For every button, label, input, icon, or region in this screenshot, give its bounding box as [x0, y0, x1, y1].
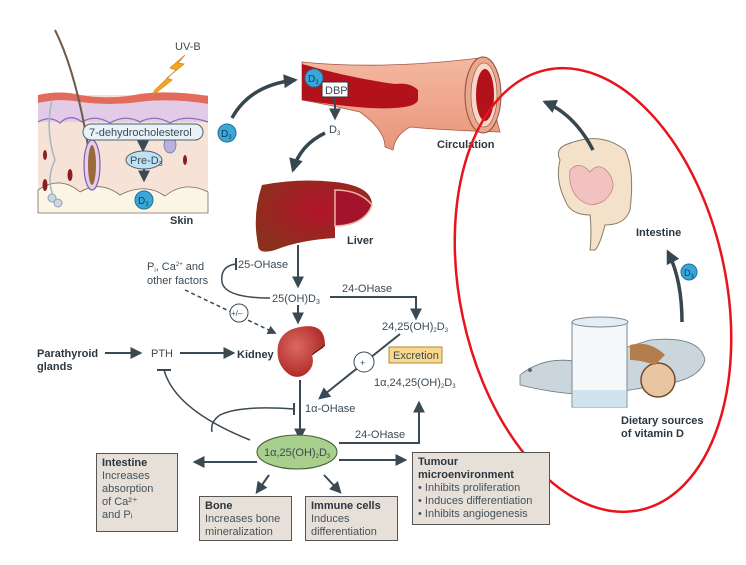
kidney-label: Kidney [237, 349, 275, 361]
svg-text:D3: D3 [308, 74, 319, 86]
highlight-ellipse-intestine-diet [453, 66, 733, 514]
7-dehydrocholesterol-label: 7-dehydrocholesterol [89, 127, 192, 139]
effect-line: mineralization [205, 526, 273, 538]
svg-text:Pre-D3: Pre-D3 [130, 155, 163, 168]
plus-minus-label: +/– [231, 309, 243, 318]
effect-line: • Inhibits angiogenesis [418, 508, 528, 520]
svg-text:D3: D3 [684, 268, 695, 280]
24-ohase-top-label: 24-OHase [342, 283, 392, 295]
effect-line: Increases [102, 470, 150, 482]
1a-ohase-label: 1α-OHase [305, 403, 355, 415]
arrow-diet-to-intestine [666, 249, 684, 323]
arrow-24-ohase-top [330, 296, 422, 321]
liver-illustration [255, 180, 373, 252]
calcitriol-label: 1α,25(OH) [264, 447, 316, 459]
effect-title-intestine: Intestine [102, 457, 148, 469]
effect-box-immune-cells: Immune cells Induces differentiation [305, 496, 398, 541]
feedback-line-1a [210, 407, 295, 433]
plus-minus-circle [229, 303, 249, 323]
calcitriol-ellipse [256, 434, 338, 470]
uvb-lightning-icon [151, 54, 186, 97]
effect-line: differentiation [311, 526, 377, 538]
skin-label: Skin [170, 215, 194, 227]
svg-text:1α,25(OH)2D3: 1α,25(OH)2D3 [264, 447, 331, 460]
effect-title-immune-cells: Immune cells [311, 500, 381, 512]
effect-title-microenvironment: microenvironment [418, 469, 514, 481]
parathyroid-label-line1: Parathyroid [37, 348, 98, 360]
d3-bubble-intestine: D3 [680, 263, 698, 281]
svg-text:25(OH)D3: 25(OH)D3 [272, 293, 320, 306]
25-ohase-label: 25-OHase [238, 259, 288, 271]
liver-label: Liver [347, 235, 374, 247]
effect-line: absorption [102, 483, 154, 495]
plus-circle [353, 351, 375, 373]
effect-line: Increases bone [205, 513, 281, 525]
arrow-24-ohase-bottom [339, 400, 425, 444]
svg-text:D3: D3 [138, 196, 149, 208]
effect-line: of Ca²⁺ [102, 496, 138, 508]
svg-text:Pi, Ca2+ and: Pi, Ca2+ and [147, 261, 204, 274]
24-ohase-bottom-label: 24-OHase [355, 429, 405, 441]
parathyroid-label-line2: glands [37, 361, 72, 373]
svg-text:24,25(OH)2D3: 24,25(OH)2D3 [382, 321, 449, 334]
uvb-label: UV-B [175, 41, 201, 53]
svg-text:D3: D3 [221, 129, 232, 141]
pre-d3-sub: 3 [159, 161, 163, 168]
d3-bubble-skin: D3 [134, 190, 154, 210]
arrow-to-immune-effect [323, 474, 342, 494]
svg-text:1α,24,25(OH)2D3: 1α,24,25(OH)2D3 [374, 377, 456, 390]
arrow-skin-to-circulation [230, 74, 298, 119]
dietary-sources-illustration [519, 316, 706, 408]
kidney-illustration [277, 326, 326, 377]
dietary-sources-label-line2: of vitamin D [621, 428, 684, 440]
blood-vessel-illustration [301, 56, 502, 151]
excretion-label: Excretion [393, 350, 439, 362]
effect-line: • Induces differentiation [418, 495, 533, 507]
pth-label: PTH [151, 348, 173, 360]
25ohd3-label: 25(OH)D [272, 293, 316, 305]
factors-pi: P [147, 261, 154, 273]
intestine-label: Intestine [636, 227, 681, 239]
arrow-circulation-to-liver [289, 131, 326, 173]
arrow-intestine-to-circulation [542, 100, 595, 151]
effect-box-bone: Bone Increases bone mineralization [199, 496, 292, 541]
intestine-illustration [557, 138, 633, 251]
effect-line: and Pᵢ [102, 509, 133, 521]
2425-oh2d3-label: 24,25(OH) [382, 321, 433, 333]
svg-text:D3: D3 [329, 124, 341, 137]
effect-box-tumour-microenvironment: Tumour microenvironment • Inhibits proli… [412, 452, 550, 525]
dbp-label: DBP [325, 85, 348, 97]
excretion-box [388, 346, 443, 364]
effect-box-intestine: Intestine Increases absorption of Ca²⁺ a… [96, 453, 178, 532]
factors-line2: other factors [147, 275, 209, 287]
circulation-label: Circulation [437, 139, 495, 151]
effect-line: Induces [311, 513, 350, 525]
d3-bubble-circulation: D3 [304, 68, 324, 88]
pre-d3-label: Pre-D [130, 155, 159, 167]
d3-bubble-transport: D3 [217, 123, 237, 143]
feedback-line-pth [163, 369, 251, 441]
plus-label: + [360, 358, 365, 368]
skin-illustration: UV-B 7-dehydrocholesterol Pre-D3 D3 Skin [37, 29, 209, 227]
effect-line: • Inhibits proliferation [418, 482, 521, 494]
feedback-line-25 [221, 263, 271, 299]
dietary-sources-label-line1: Dietary sources [621, 415, 704, 427]
effect-title-tumour: Tumour [418, 456, 459, 468]
circulation-d3-label: D [329, 124, 337, 136]
1a2425-oh2d3-label: 1α,24,25(OH) [374, 377, 441, 389]
effect-title-bone: Bone [205, 500, 233, 512]
dbp-box [321, 81, 349, 98]
arrow-to-bone-effect [255, 474, 270, 494]
